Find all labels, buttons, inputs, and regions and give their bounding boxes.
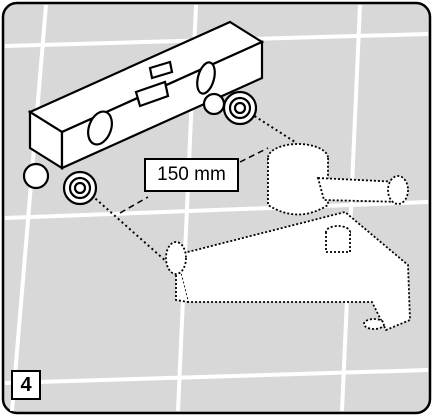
level-foot-right bbox=[202, 90, 258, 126]
bath-mixer-icon bbox=[165, 143, 411, 332]
spirit-level-icon bbox=[22, 20, 265, 206]
distance-label: 150 mm bbox=[144, 158, 239, 192]
level-foot-left bbox=[22, 162, 98, 206]
distance-dimension-line bbox=[119, 147, 269, 214]
step-number-badge: 4 bbox=[11, 370, 41, 400]
